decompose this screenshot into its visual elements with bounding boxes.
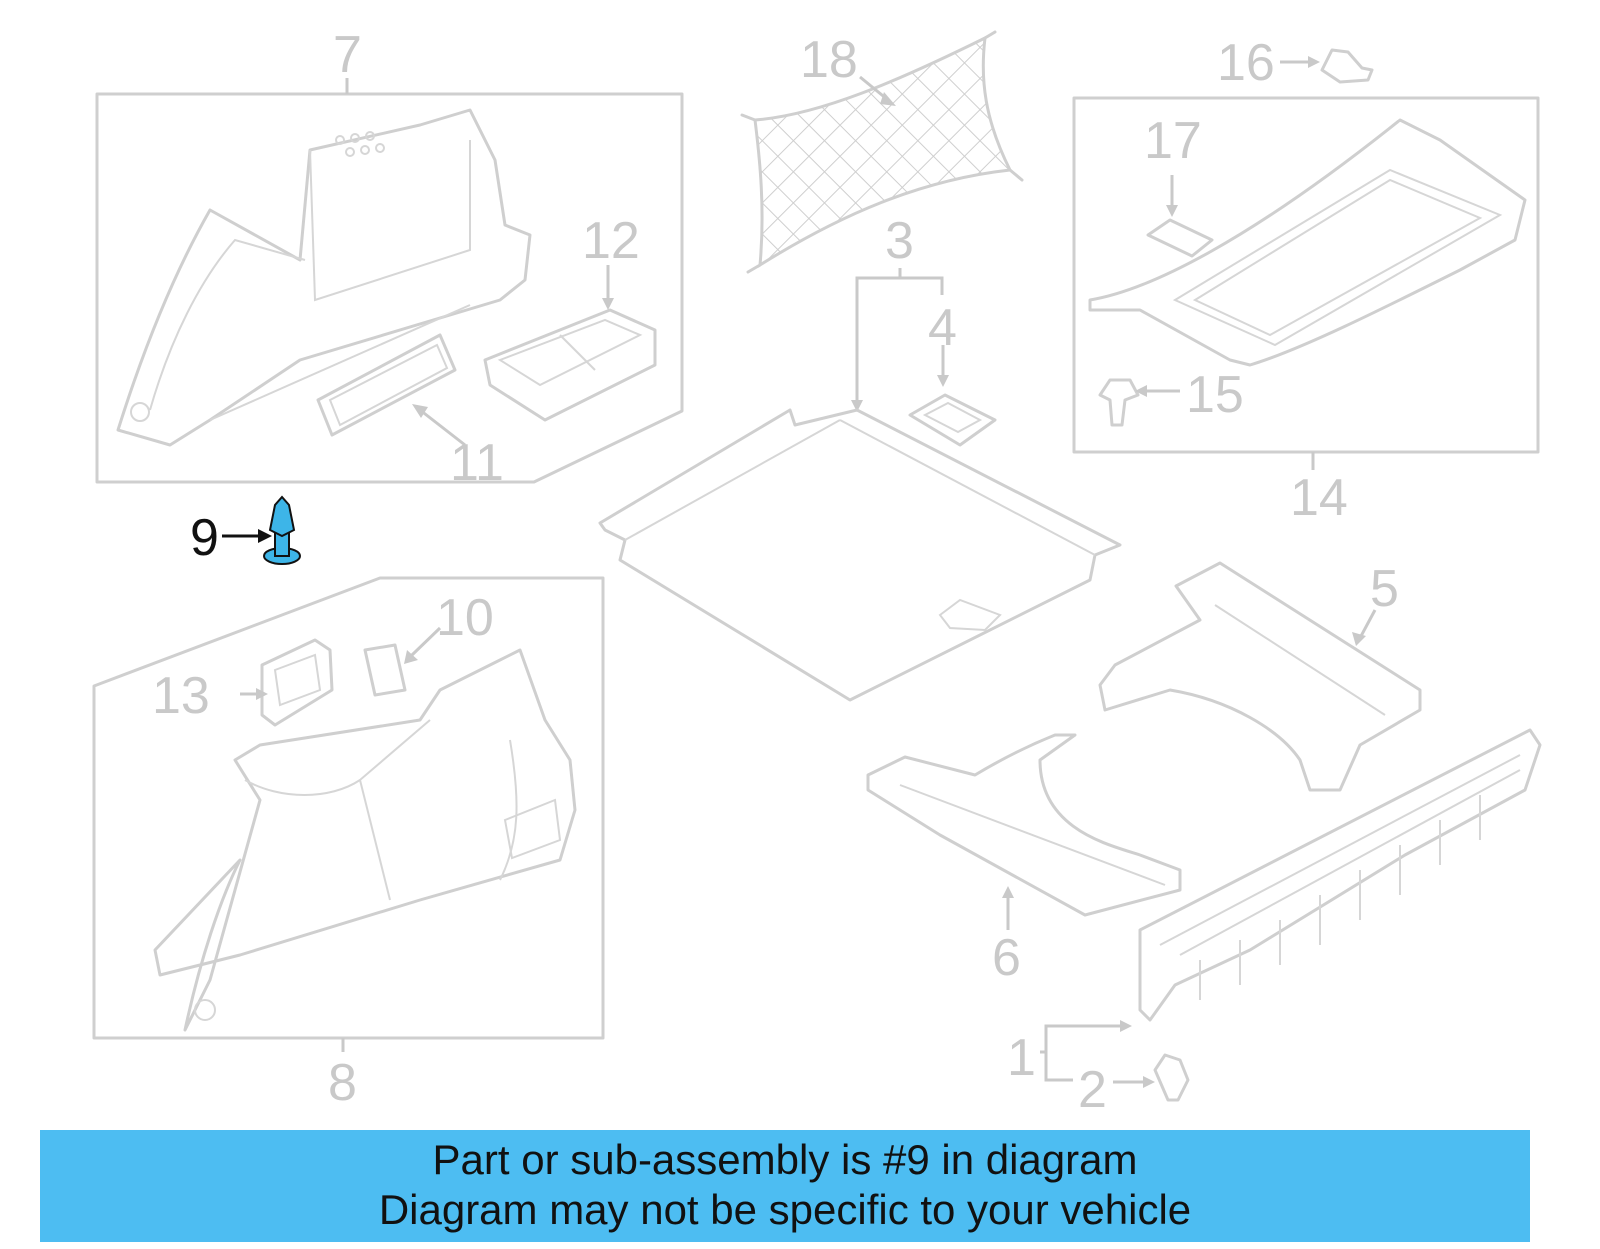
callout-4: 4 <box>928 299 957 357</box>
part-group-14 <box>1072 48 1540 470</box>
info-banner: Part or sub-assembly is #9 in diagram Di… <box>40 1130 1530 1242</box>
callout-labels: 7 8 9 10 11 12 13 14 15 16 17 18 3 4 5 6… <box>152 26 1399 1119</box>
callout-2: 2 <box>1078 1061 1107 1119</box>
callout-10: 10 <box>436 589 494 647</box>
callout-12: 12 <box>582 212 640 270</box>
part-9-highlight <box>263 495 301 565</box>
callout-14: 14 <box>1290 469 1348 527</box>
banner-line-1: Part or sub-assembly is #9 in diagram <box>432 1136 1138 1183</box>
part-group-7 <box>95 78 684 484</box>
callout-7: 7 <box>333 26 362 84</box>
callout-16: 16 <box>1217 34 1275 92</box>
callout-11: 11 <box>450 434 504 492</box>
part-1-scuff-plate <box>1040 728 1542 1102</box>
callout-5: 5 <box>1370 560 1399 618</box>
callout-13: 13 <box>152 667 210 725</box>
callout-18: 18 <box>800 31 858 89</box>
callout-15: 15 <box>1186 366 1244 424</box>
banner-line-2: Diagram may not be specific to your vehi… <box>378 1186 1192 1233</box>
callout-17: 17 <box>1144 112 1202 170</box>
part-5-deck <box>1098 561 1422 792</box>
callout-3: 3 <box>885 212 914 270</box>
callout-9: 9 <box>190 509 219 567</box>
part-18-cargo-net <box>740 30 1024 274</box>
callout-6: 6 <box>992 929 1021 987</box>
part-group-8 <box>92 576 605 1052</box>
part-6-deck <box>866 733 1182 930</box>
scuff-ribs <box>1199 795 1481 1000</box>
part-9-clip <box>222 495 301 565</box>
part-3-floor-panel <box>598 268 1122 702</box>
callout-8: 8 <box>328 1054 357 1112</box>
callout-1: 1 <box>1007 1029 1036 1087</box>
vent-dots <box>335 131 385 157</box>
